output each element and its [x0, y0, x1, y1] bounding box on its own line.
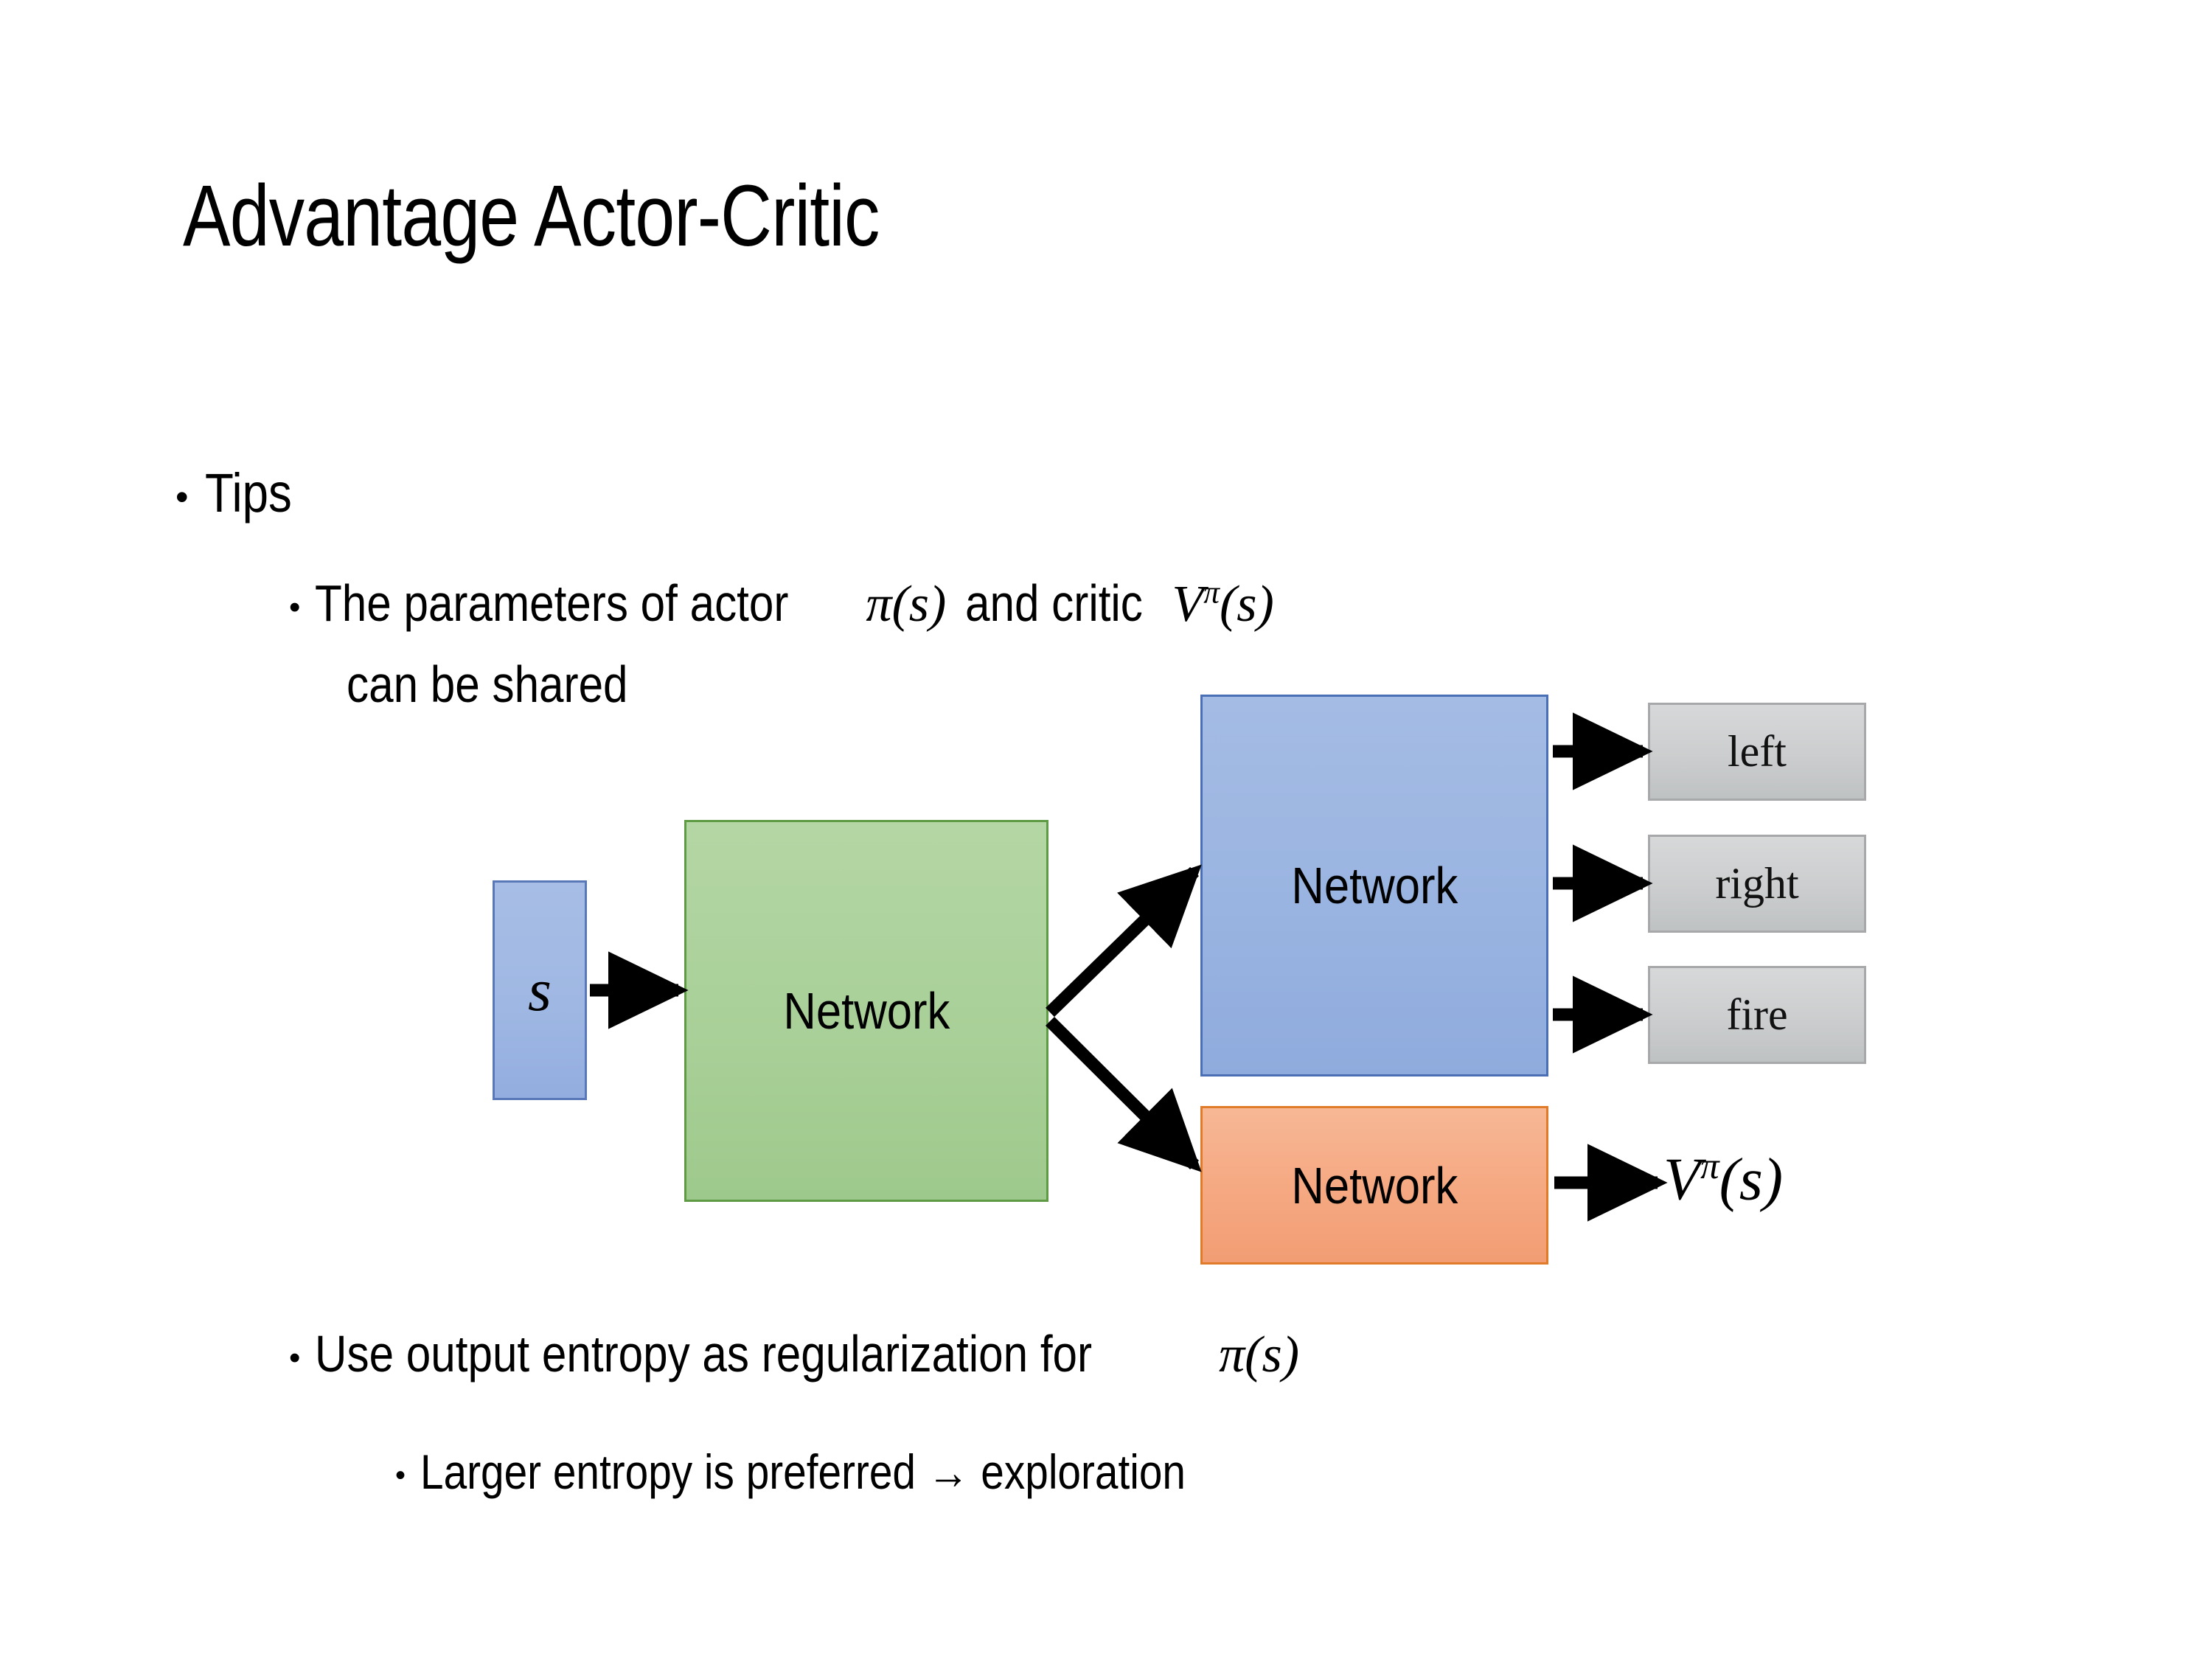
math-pi-args: (s) — [1245, 1326, 1300, 1383]
bullet-tips: • Tips — [175, 462, 306, 524]
bullet-shared-parameters-line2-label: can be shared — [347, 655, 628, 713]
action-output-left: left — [1648, 703, 1866, 801]
bullet-shared-parameters: •The parameters of actor π(s)and critic … — [289, 574, 1274, 634]
math-pi-args: (s) — [891, 576, 947, 633]
math-V-args: (s) — [1219, 576, 1274, 633]
bullet-entropy-text: Use output entropy as regularization for — [315, 1325, 1093, 1382]
critic-network-label: Network — [1291, 1156, 1458, 1214]
state-input-box: s — [493, 880, 587, 1100]
shared-network-label: Network — [783, 982, 950, 1040]
math-pi: π — [866, 576, 892, 633]
math-V: V — [1172, 576, 1204, 633]
bullet-marker-icon: • — [175, 476, 189, 518]
shared-network-box: Network — [684, 820, 1048, 1202]
action-output-left-label: left — [1728, 727, 1787, 776]
critic-value-V: V — [1663, 1145, 1701, 1213]
bullet-shared-parameters-text: The parameters of actor — [315, 574, 789, 632]
actor-network-label: Network — [1291, 857, 1458, 914]
critic-network-box: Network — [1200, 1106, 1548, 1265]
bullet-shared-parameters-line2: can be shared — [347, 655, 674, 714]
bullet-larger-entropy: • Larger entropy is preferred → explorati… — [395, 1444, 1310, 1500]
action-output-fire-label: fire — [1726, 990, 1788, 1039]
critic-value-args: (s) — [1719, 1145, 1784, 1213]
bullet-shared-parameters-middle: and critic — [965, 574, 1144, 632]
bullet-marker-icon: • — [289, 588, 301, 625]
state-input-label: s — [528, 956, 552, 1023]
bullet-tips-label: Tips — [204, 462, 292, 524]
critic-value-output-label: Vπ(s) — [1663, 1144, 1783, 1214]
math-V-superscript-pi: π — [1203, 574, 1220, 611]
critic-value-superscript-pi: π — [1700, 1145, 1719, 1186]
action-output-right-label: right — [1715, 859, 1799, 908]
action-output-fire: fire — [1648, 966, 1866, 1064]
math-pi: π — [1219, 1326, 1245, 1383]
actor-network-box: Network — [1200, 695, 1548, 1077]
arrow-shared-to-critic — [1046, 1016, 1202, 1172]
bullet-marker-icon: • — [289, 1339, 301, 1376]
arrow-shared-to-actor — [1046, 864, 1202, 1018]
bullet-entropy-regularization: • Use output entropy as regularization fo… — [289, 1324, 1299, 1385]
bullet-larger-entropy-label: Larger entropy is preferred → exploratio… — [420, 1444, 1186, 1499]
page-title: Advantage Actor-Critic — [183, 167, 880, 265]
bullet-marker-icon: • — [395, 1459, 406, 1492]
action-output-right: right — [1648, 835, 1866, 933]
